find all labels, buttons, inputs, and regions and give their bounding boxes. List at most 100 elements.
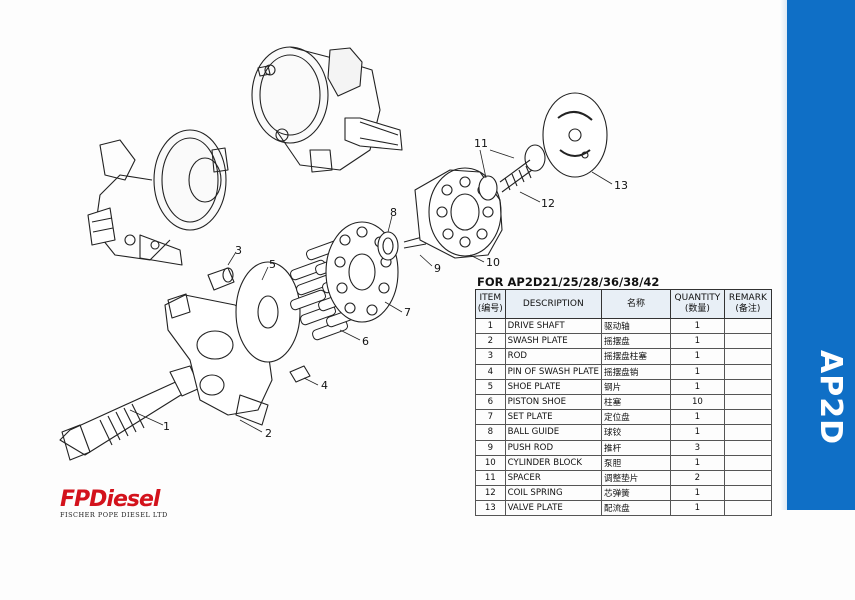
cell-remark [723,378,773,395]
pin [289,365,311,383]
cell-remark [723,485,773,502]
cell-item: 2 [475,333,506,350]
cell-item: 8 [475,424,506,441]
cell-name-cn: 球铰 [600,424,672,441]
ball-guide [377,231,399,261]
cell-name-cn: 配流盘 [600,500,672,517]
cell-item: 12 [475,485,506,502]
callout-5: 5 [269,258,276,271]
company-logo: FPDiesel FISCHER POPE DIESEL LTD [60,487,167,527]
rod [207,267,235,291]
cell-name-cn: 定位盘 [600,409,672,426]
cell-quantity: 1 [670,409,725,426]
table-title: FOR AP2D21/25/28/36/38/42 [477,275,660,289]
cell-remark [723,409,773,426]
cell-quantity: 1 [670,363,725,380]
cell-item: 10 [475,454,506,471]
cell-remark [723,333,773,350]
cell-description: PISTON SHOE [504,393,602,411]
cell-item: 5 [475,378,506,395]
cell-name-cn: 芯弹簧 [600,485,672,502]
cell-quantity: 2 [670,469,725,487]
logo-company-name: FISCHER POPE DIESEL LTD [60,511,168,519]
cell-description: SHOE PLATE [504,378,602,395]
cell-name-cn: 钢片 [600,378,672,395]
cell-name-cn: 泵胆 [600,454,672,471]
model-code-title: AP2D [813,350,848,445]
callout-3: 3 [235,244,242,257]
cell-description: SWASH PLATE [504,333,602,350]
cell-item: 4 [475,363,506,380]
cell-description: SPACER [504,469,602,487]
callout-8: 8 [390,206,397,219]
cell-quantity: 1 [670,500,725,517]
callout-11: 11 [474,137,488,150]
logo-mark: FPDiesel [60,487,160,512]
callout-13: 13 [614,179,628,192]
cell-quantity: 1 [670,348,725,365]
callout-10: 10 [486,256,500,269]
callout-4: 4 [321,379,328,392]
cell-quantity: 1 [670,378,725,395]
cell-remark [723,363,773,380]
cell-remark [723,500,773,517]
assembled-pump-top [251,46,403,173]
cell-description: ROD [504,348,602,365]
cell-description: SET PLATE [504,409,602,426]
parts-table: ITEM (编号) DESCRIPTION 名称 QUANTITY (数量) R… [475,289,773,517]
callout-7: 7 [404,306,411,319]
cell-quantity: 1 [670,317,725,335]
cell-remark [723,424,773,441]
cell-name-cn: 调整垫片 [600,469,672,487]
cell-description: CYLINDER BLOCK [504,454,602,471]
cell-quantity: 3 [670,439,725,456]
cell-remark [723,317,773,335]
header-remark: REMARK (备注) [723,289,773,319]
cell-name-cn: 驱动轴 [600,317,672,335]
cell-quantity: 1 [670,485,725,502]
cell-description: VALVE PLATE [504,500,602,517]
header-quantity: QUANTITY (数量) [670,289,725,319]
cell-item: 9 [475,439,506,456]
cell-name-cn: 摇摆盘柱塞 [600,348,672,365]
callout-9: 9 [434,262,441,275]
shoe-plate [235,261,301,363]
cell-name-cn: 推杆 [600,439,672,456]
band-shade [780,0,788,510]
cell-description: PUSH ROD [504,439,602,456]
header-item: ITEM (编号) [475,289,506,319]
spacers-and-spring [478,144,546,201]
cell-description: COIL SPRING [504,485,602,502]
band-fade [787,380,855,510]
cell-item: 13 [475,500,506,517]
cell-remark [723,439,773,456]
cell-item: 3 [475,348,506,365]
cell-remark [723,454,773,471]
callout-1: 1 [163,420,170,433]
cell-description: BALL GUIDE [504,424,602,441]
cell-quantity: 1 [670,454,725,471]
cell-item: 6 [475,393,506,411]
table-header-row: ITEM (编号) DESCRIPTION 名称 QUANTITY (数量) R… [475,289,773,319]
assembled-pump-left [87,129,229,266]
cell-remark [723,348,773,365]
cell-name-cn: 摇摆盘 [600,333,672,350]
callout-2: 2 [265,427,272,440]
cell-item: 1 [475,317,506,335]
cell-item: 11 [475,469,506,487]
cell-quantity: 1 [670,333,725,350]
exploded-view-drawing [59,46,613,461]
valve-plate [542,92,608,178]
